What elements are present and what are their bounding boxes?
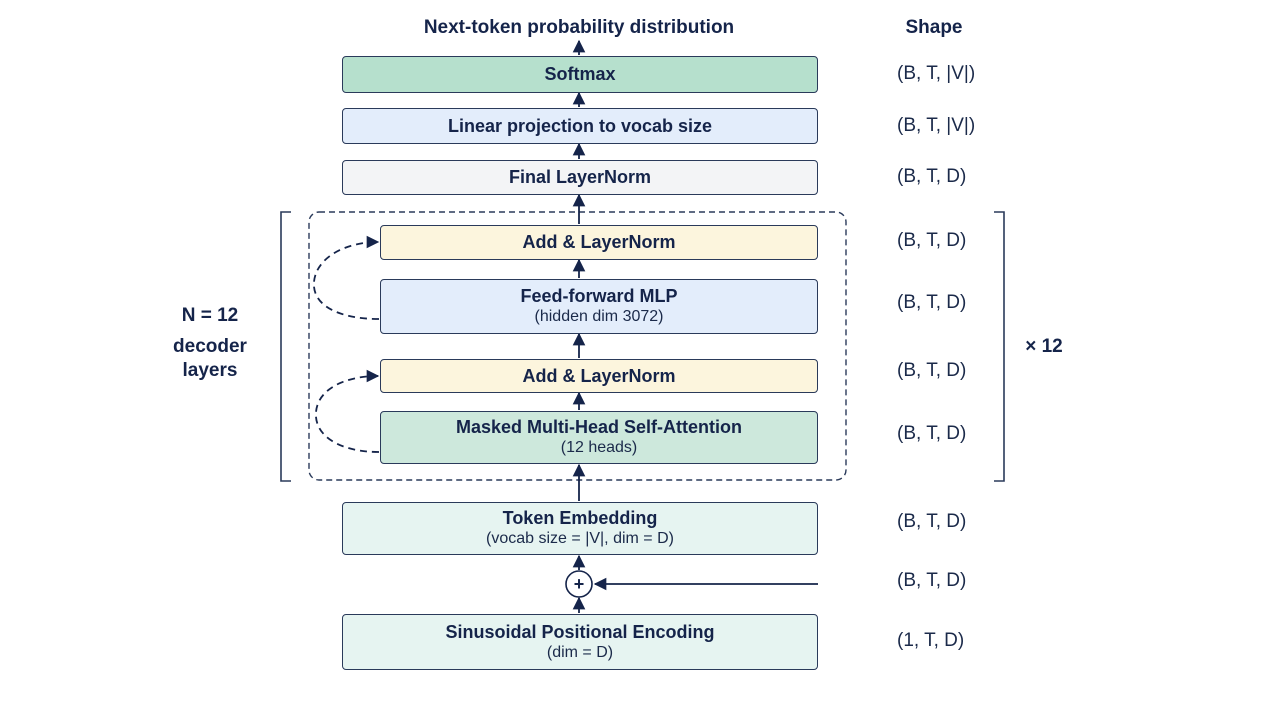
add-node-symbol: + bbox=[574, 574, 585, 594]
shape-sum: (B, T, D) bbox=[897, 570, 967, 591]
final-layernorm-block: Final LayerNorm bbox=[342, 160, 818, 195]
linear-projection-label: Linear projection to vocab size bbox=[447, 115, 713, 136]
positional-encoding-block: Sinusoidal Positional Encoding (dim = D) bbox=[342, 614, 818, 670]
masked-self-attention-sublabel: (12 heads) bbox=[560, 439, 638, 456]
positional-encoding-label: Sinusoidal Positional Encoding bbox=[445, 621, 715, 642]
final-layernorm-label: Final LayerNorm bbox=[508, 167, 652, 187]
residual-connection-attention bbox=[315, 369, 380, 453]
softmax-block: Softmax bbox=[342, 56, 818, 93]
left-bracket bbox=[280, 211, 291, 482]
add-node: + bbox=[565, 570, 593, 598]
feed-forward-mlp-sublabel: (hidden dim 3072) bbox=[534, 308, 664, 325]
add-layernorm-bottom-label: Add & LayerNorm bbox=[522, 365, 676, 386]
shape-mlp: (B, T, D) bbox=[897, 292, 967, 313]
shape-positional-encoding: (1, T, D) bbox=[897, 630, 965, 651]
masked-self-attention-label: Masked Multi-Head Self-Attention bbox=[455, 417, 742, 437]
add-layernorm-top-label: Add & LayerNorm bbox=[522, 232, 676, 252]
shape-add-layernorm-bottom: (B, T, D) bbox=[897, 360, 967, 381]
decoder-count-label: N = 12 bbox=[181, 305, 239, 326]
feed-forward-mlp-label: Feed-forward MLP bbox=[520, 286, 678, 306]
shape-linear: (B, T, |V|) bbox=[897, 115, 976, 136]
token-embedding-label: Token Embedding bbox=[502, 508, 658, 528]
output-label: Next-token probability distribution bbox=[423, 17, 735, 38]
shape-token-embedding: (B, T, D) bbox=[897, 511, 967, 532]
shape-column-label: Shape bbox=[905, 17, 963, 38]
add-layernorm-bottom-block: Add & LayerNorm bbox=[380, 359, 818, 393]
masked-self-attention-block: Masked Multi-Head Self-Attention (12 hea… bbox=[380, 411, 818, 464]
linear-projection-block: Linear projection to vocab size bbox=[342, 108, 818, 144]
shape-softmax: (B, T, |V|) bbox=[897, 63, 976, 84]
feed-forward-mlp-block: Feed-forward MLP (hidden dim 3072) bbox=[380, 279, 818, 334]
token-embedding-sublabel: (vocab size = |V|, dim = D) bbox=[486, 530, 674, 547]
shape-attention: (B, T, D) bbox=[897, 423, 967, 444]
softmax-label: Softmax bbox=[544, 64, 616, 84]
decoder-name-line2: layers bbox=[182, 360, 238, 381]
add-layernorm-top-block: Add & LayerNorm bbox=[380, 225, 818, 260]
repeat-count-label: × 12 bbox=[1025, 336, 1063, 357]
token-embedding-block: Token Embedding (vocab size = |V|, dim =… bbox=[342, 502, 818, 555]
positional-encoding-sublabel: (dim = D) bbox=[546, 643, 614, 661]
residual-connection-mlp bbox=[313, 235, 380, 320]
decoder-stack-container bbox=[308, 211, 847, 481]
shape-final-layernorm: (B, T, D) bbox=[897, 166, 967, 187]
right-bracket bbox=[994, 211, 1005, 482]
decoder-name-line1: decoder bbox=[173, 336, 247, 357]
shape-add-layernorm-top: (B, T, D) bbox=[897, 230, 967, 251]
